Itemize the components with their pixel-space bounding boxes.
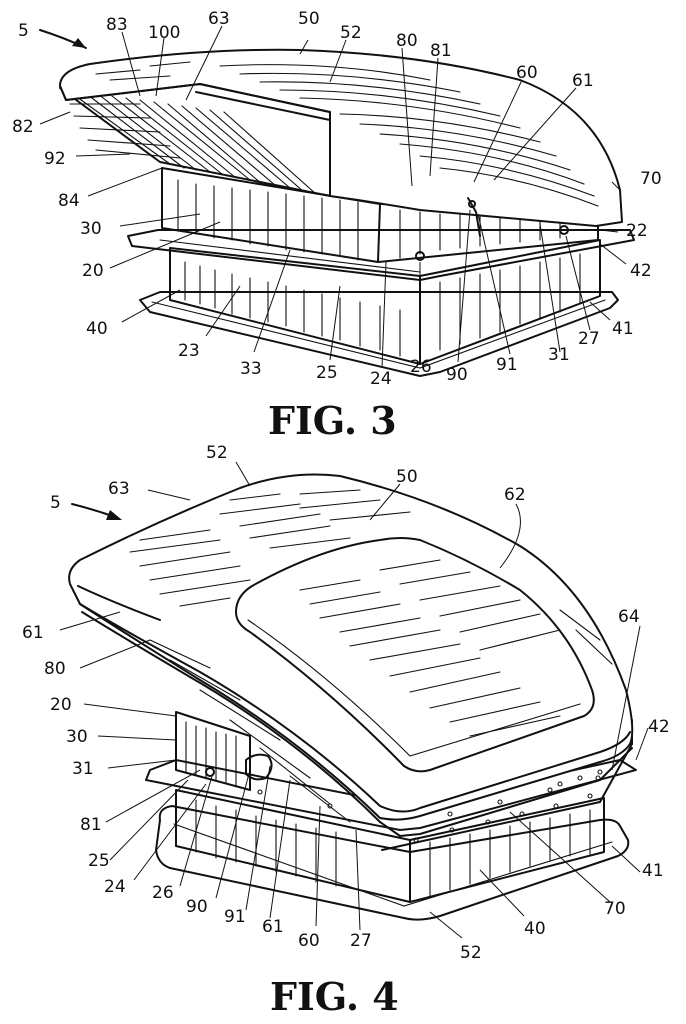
fig3-label-84: 84 bbox=[58, 191, 80, 211]
fig4-label-62: 62 bbox=[504, 485, 526, 505]
fig3-drawing bbox=[40, 26, 634, 376]
fig4-label-60: 60 bbox=[298, 931, 320, 951]
fig4-label-20: 20 bbox=[50, 695, 72, 715]
fig4-drawing bbox=[60, 462, 648, 938]
fig4-label-40: 40 bbox=[524, 919, 546, 939]
fig3-label-70: 70 bbox=[640, 169, 662, 189]
fig3-label-91: 91 bbox=[496, 355, 518, 375]
fig3-label-90: 90 bbox=[446, 365, 468, 385]
fig3-caption: FIG. 3 bbox=[268, 398, 397, 443]
fig4-label-25: 25 bbox=[88, 851, 110, 871]
fig3-label-26: 26 bbox=[410, 357, 432, 377]
fig4-label-52: 52 bbox=[206, 443, 228, 463]
fig4-label-30: 30 bbox=[66, 727, 88, 747]
fig4-label-70: 70 bbox=[604, 899, 626, 919]
fig4-label-27: 27 bbox=[350, 931, 372, 951]
fig4-label-50: 50 bbox=[396, 467, 418, 487]
fig4-label-63: 63 bbox=[108, 479, 130, 499]
fig3-label-81: 81 bbox=[430, 41, 452, 61]
fig3-label-20: 20 bbox=[82, 261, 104, 281]
fig4-label-90: 90 bbox=[186, 897, 208, 917]
fig3-label-27: 27 bbox=[578, 329, 600, 349]
fig3-label-22: 22 bbox=[626, 221, 648, 241]
fig3-label-41: 41 bbox=[612, 319, 634, 339]
fig3-label-100: 100 bbox=[148, 23, 180, 43]
fig3-label-25: 25 bbox=[316, 363, 338, 383]
fig4-caption: FIG. 4 bbox=[270, 974, 399, 1019]
fig4-label-64: 64 bbox=[618, 607, 640, 627]
fig4-label-61b: 61 bbox=[262, 917, 284, 937]
fig3-label-92: 92 bbox=[44, 149, 66, 169]
fig3-label-30: 30 bbox=[80, 219, 102, 239]
fig3-label-61: 61 bbox=[572, 71, 594, 91]
fig3-label-80: 80 bbox=[396, 31, 418, 51]
fig4-label-80: 80 bbox=[44, 659, 66, 679]
fig3-label-24: 24 bbox=[370, 369, 392, 389]
fig4-label-5: 5 bbox=[50, 493, 61, 513]
fig3-label-52: 52 bbox=[340, 23, 362, 43]
fig4-label-26: 26 bbox=[152, 883, 174, 903]
fig3-label-40: 40 bbox=[86, 319, 108, 339]
fig3-label-83: 83 bbox=[106, 15, 128, 35]
fig4-label-41: 41 bbox=[642, 861, 664, 881]
fig4-label-52b: 52 bbox=[460, 943, 482, 963]
fig4-label-31: 31 bbox=[72, 759, 94, 779]
fig3-label-50: 50 bbox=[298, 9, 320, 29]
fig4-label-61a: 61 bbox=[22, 623, 44, 643]
fig4-label-24: 24 bbox=[104, 877, 126, 897]
fig3-label-5: 5 bbox=[18, 21, 29, 41]
fig4-label-42: 42 bbox=[648, 717, 670, 737]
fig4-label-91: 91 bbox=[224, 907, 246, 927]
fig3-label-42: 42 bbox=[630, 261, 652, 281]
fig3-label-60: 60 bbox=[516, 63, 538, 83]
fig3-label-63: 63 bbox=[208, 9, 230, 29]
fig4-label-81: 81 bbox=[80, 815, 102, 835]
fig3-label-23: 23 bbox=[178, 341, 200, 361]
fig3-label-33: 33 bbox=[240, 359, 262, 379]
fig3-label-31: 31 bbox=[548, 345, 570, 365]
fig3-label-82: 82 bbox=[12, 117, 34, 137]
